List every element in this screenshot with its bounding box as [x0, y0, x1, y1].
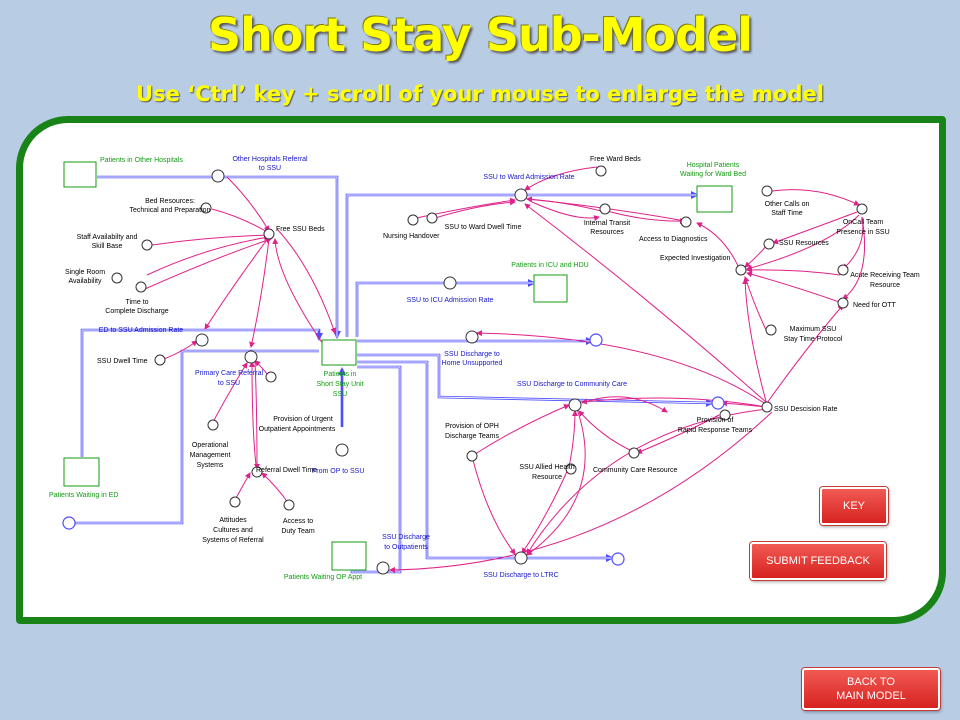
label-free-ssu-beds: Free SSU Beds: [276, 226, 325, 233]
key-button[interactable]: KEY: [820, 487, 888, 525]
stocks: [63, 161, 733, 571]
label-ssu-dwell-time: SSU Dwell Time: [97, 358, 148, 365]
diagram-labels: Patients in Other Hospitals Other Hospit…: [49, 156, 920, 581]
model-canvas[interactable]: Patients in Other Hospitals Other Hospit…: [16, 116, 946, 624]
label-expected-investigation: Expected Investigation: [660, 255, 731, 262]
label-other-calls: Other Calls on: [765, 201, 810, 208]
label-other-calls: Staff Time: [771, 210, 802, 217]
label-ssu-decision-rate: SSU Descision Rate: [774, 406, 838, 413]
label-bed-resources: Technical and Preparation: [130, 207, 211, 214]
label-operational-mgmt: Operational: [192, 442, 229, 449]
label-attitudes: Systems of Referral: [202, 537, 264, 544]
label-single-room: Availability: [69, 278, 102, 285]
label-oncall-team: Presence in SSU: [836, 229, 889, 236]
label-provision-oph: Discharge Teams: [445, 433, 499, 440]
label-max-ssu-stay: Maximum SSU: [790, 326, 837, 333]
label-staff-availability: Skill Base: [92, 243, 123, 250]
label-staff-availability: Staff Availabilty and: [77, 234, 138, 241]
label-bed-resources: Bed Resources:: [145, 198, 195, 205]
label-patients-short-stay: Short Stay Unit: [316, 381, 363, 388]
label-acute-receiving: Acute Receiving Team: [850, 272, 920, 279]
label-access-diagnostics: Access to Diagnostics: [639, 236, 708, 243]
label-single-room: Single Room: [65, 269, 105, 276]
label-ed-to-ssu: ED to SSU Admission Rate: [99, 327, 184, 334]
clouds: [62, 333, 725, 566]
flow-valves: [195, 169, 582, 575]
submit-feedback-button[interactable]: SUBMIT FEEDBACK: [750, 542, 886, 580]
label-ssu-resources: SSU Resources: [779, 240, 829, 247]
label-time-to-discharge: Complete Discharge: [105, 308, 169, 315]
label-discharge-community: SSU Discharge to Community Care: [517, 381, 627, 388]
back-button-line1: BACK TO: [847, 676, 895, 688]
label-free-ward-beds: Free Ward Beds: [590, 156, 641, 163]
back-to-main-model-button[interactable]: BACK TO MAIN MODEL: [802, 668, 940, 710]
label-primary-care-referral: to SSU: [218, 380, 240, 387]
label-patients-waiting-op: Patients Waiting OP Appt: [284, 574, 362, 581]
auxiliary-variables: [111, 165, 868, 511]
page-subtitle: Use ‘Ctrl’ key + scroll of your mouse to…: [136, 82, 824, 106]
label-hospital-waiting-ward-bed: Waiting for Ward Bed: [680, 171, 746, 178]
label-provision-oph: Provision of OPH: [445, 423, 499, 430]
label-allied-health: Resource: [532, 474, 562, 481]
label-ssu-to-icu: SSU to ICU Admission Rate: [407, 297, 494, 304]
label-patients-other-hospitals: Patients in Other Hospitals: [100, 157, 183, 164]
label-patients-short-stay: Patients in: [324, 371, 357, 378]
label-referral-dwell: Referral Dwell Time: [256, 467, 317, 474]
label-time-to-discharge: Time to: [125, 299, 148, 306]
label-ssu-ward-dwell: SSU to Ward Dwell Time: [445, 224, 522, 231]
label-need-for-ott: Need for OTT: [853, 302, 897, 309]
label-patients-icu-hdu: Patients in ICU and HDU: [511, 262, 588, 269]
label-access-duty: Access to: [283, 518, 313, 525]
label-attitudes: Attitudes: [219, 517, 247, 524]
label-attitudes: Cultures and: [213, 527, 253, 534]
label-primary-care-referral: Primary Care Referral: [195, 370, 264, 377]
label-rapid-response: Rapid Response Teams: [678, 427, 753, 434]
label-patients-waiting-ed: Patients Waiting in ED: [49, 492, 118, 499]
label-provision-urgent: Outpatient Appointments: [259, 426, 336, 433]
label-community-care-res: Community Care Resource: [593, 467, 678, 474]
label-rapid-response: Provision of: [697, 417, 734, 424]
label-discharge-home: SSU Discharge to: [444, 351, 500, 358]
back-button-line2: MAIN MODEL: [836, 690, 906, 702]
label-hospital-waiting-ward-bed: Hospital Patients: [687, 162, 740, 169]
label-discharge-outpatients: to Outpatients: [384, 544, 428, 551]
label-operational-mgmt: Management: [190, 452, 231, 459]
label-other-hosp-referral: to SSU: [259, 165, 281, 172]
label-internal-transit: Resources: [590, 229, 624, 236]
label-from-op: From OP to SSU: [312, 468, 364, 475]
label-allied-health: SSU Allied Health: [519, 464, 574, 471]
stock-flow-diagram: Patients in Other Hospitals Other Hospit…: [49, 156, 920, 581]
label-provision-urgent: Provision of Urgent: [273, 416, 333, 423]
page-title: Short Stay Sub-Model: [207, 8, 753, 62]
label-internal-transit: Internal Transit: [584, 220, 630, 227]
label-discharge-outpatients: SSU Discharge: [382, 534, 430, 541]
label-discharge-home: Home Unsupported: [442, 360, 503, 367]
label-patients-short-stay: SSU: [333, 391, 347, 398]
label-oncall-team: OnCall Team: [843, 219, 884, 226]
label-max-ssu-stay: Stay Time Protocol: [784, 336, 843, 343]
label-ssu-to-ward: SSU to Ward Admission Rate: [483, 174, 574, 181]
label-operational-mgmt: Systems: [197, 462, 224, 469]
label-acute-receiving: Resource: [870, 282, 900, 289]
label-other-hosp-referral: Other Hospitals Referral: [232, 156, 308, 163]
label-discharge-ltrc: SSU Discharge to LTRC: [483, 572, 558, 579]
label-access-duty: Duty Team: [281, 528, 314, 535]
label-nursing-handover: Nursing Handover: [383, 233, 440, 240]
